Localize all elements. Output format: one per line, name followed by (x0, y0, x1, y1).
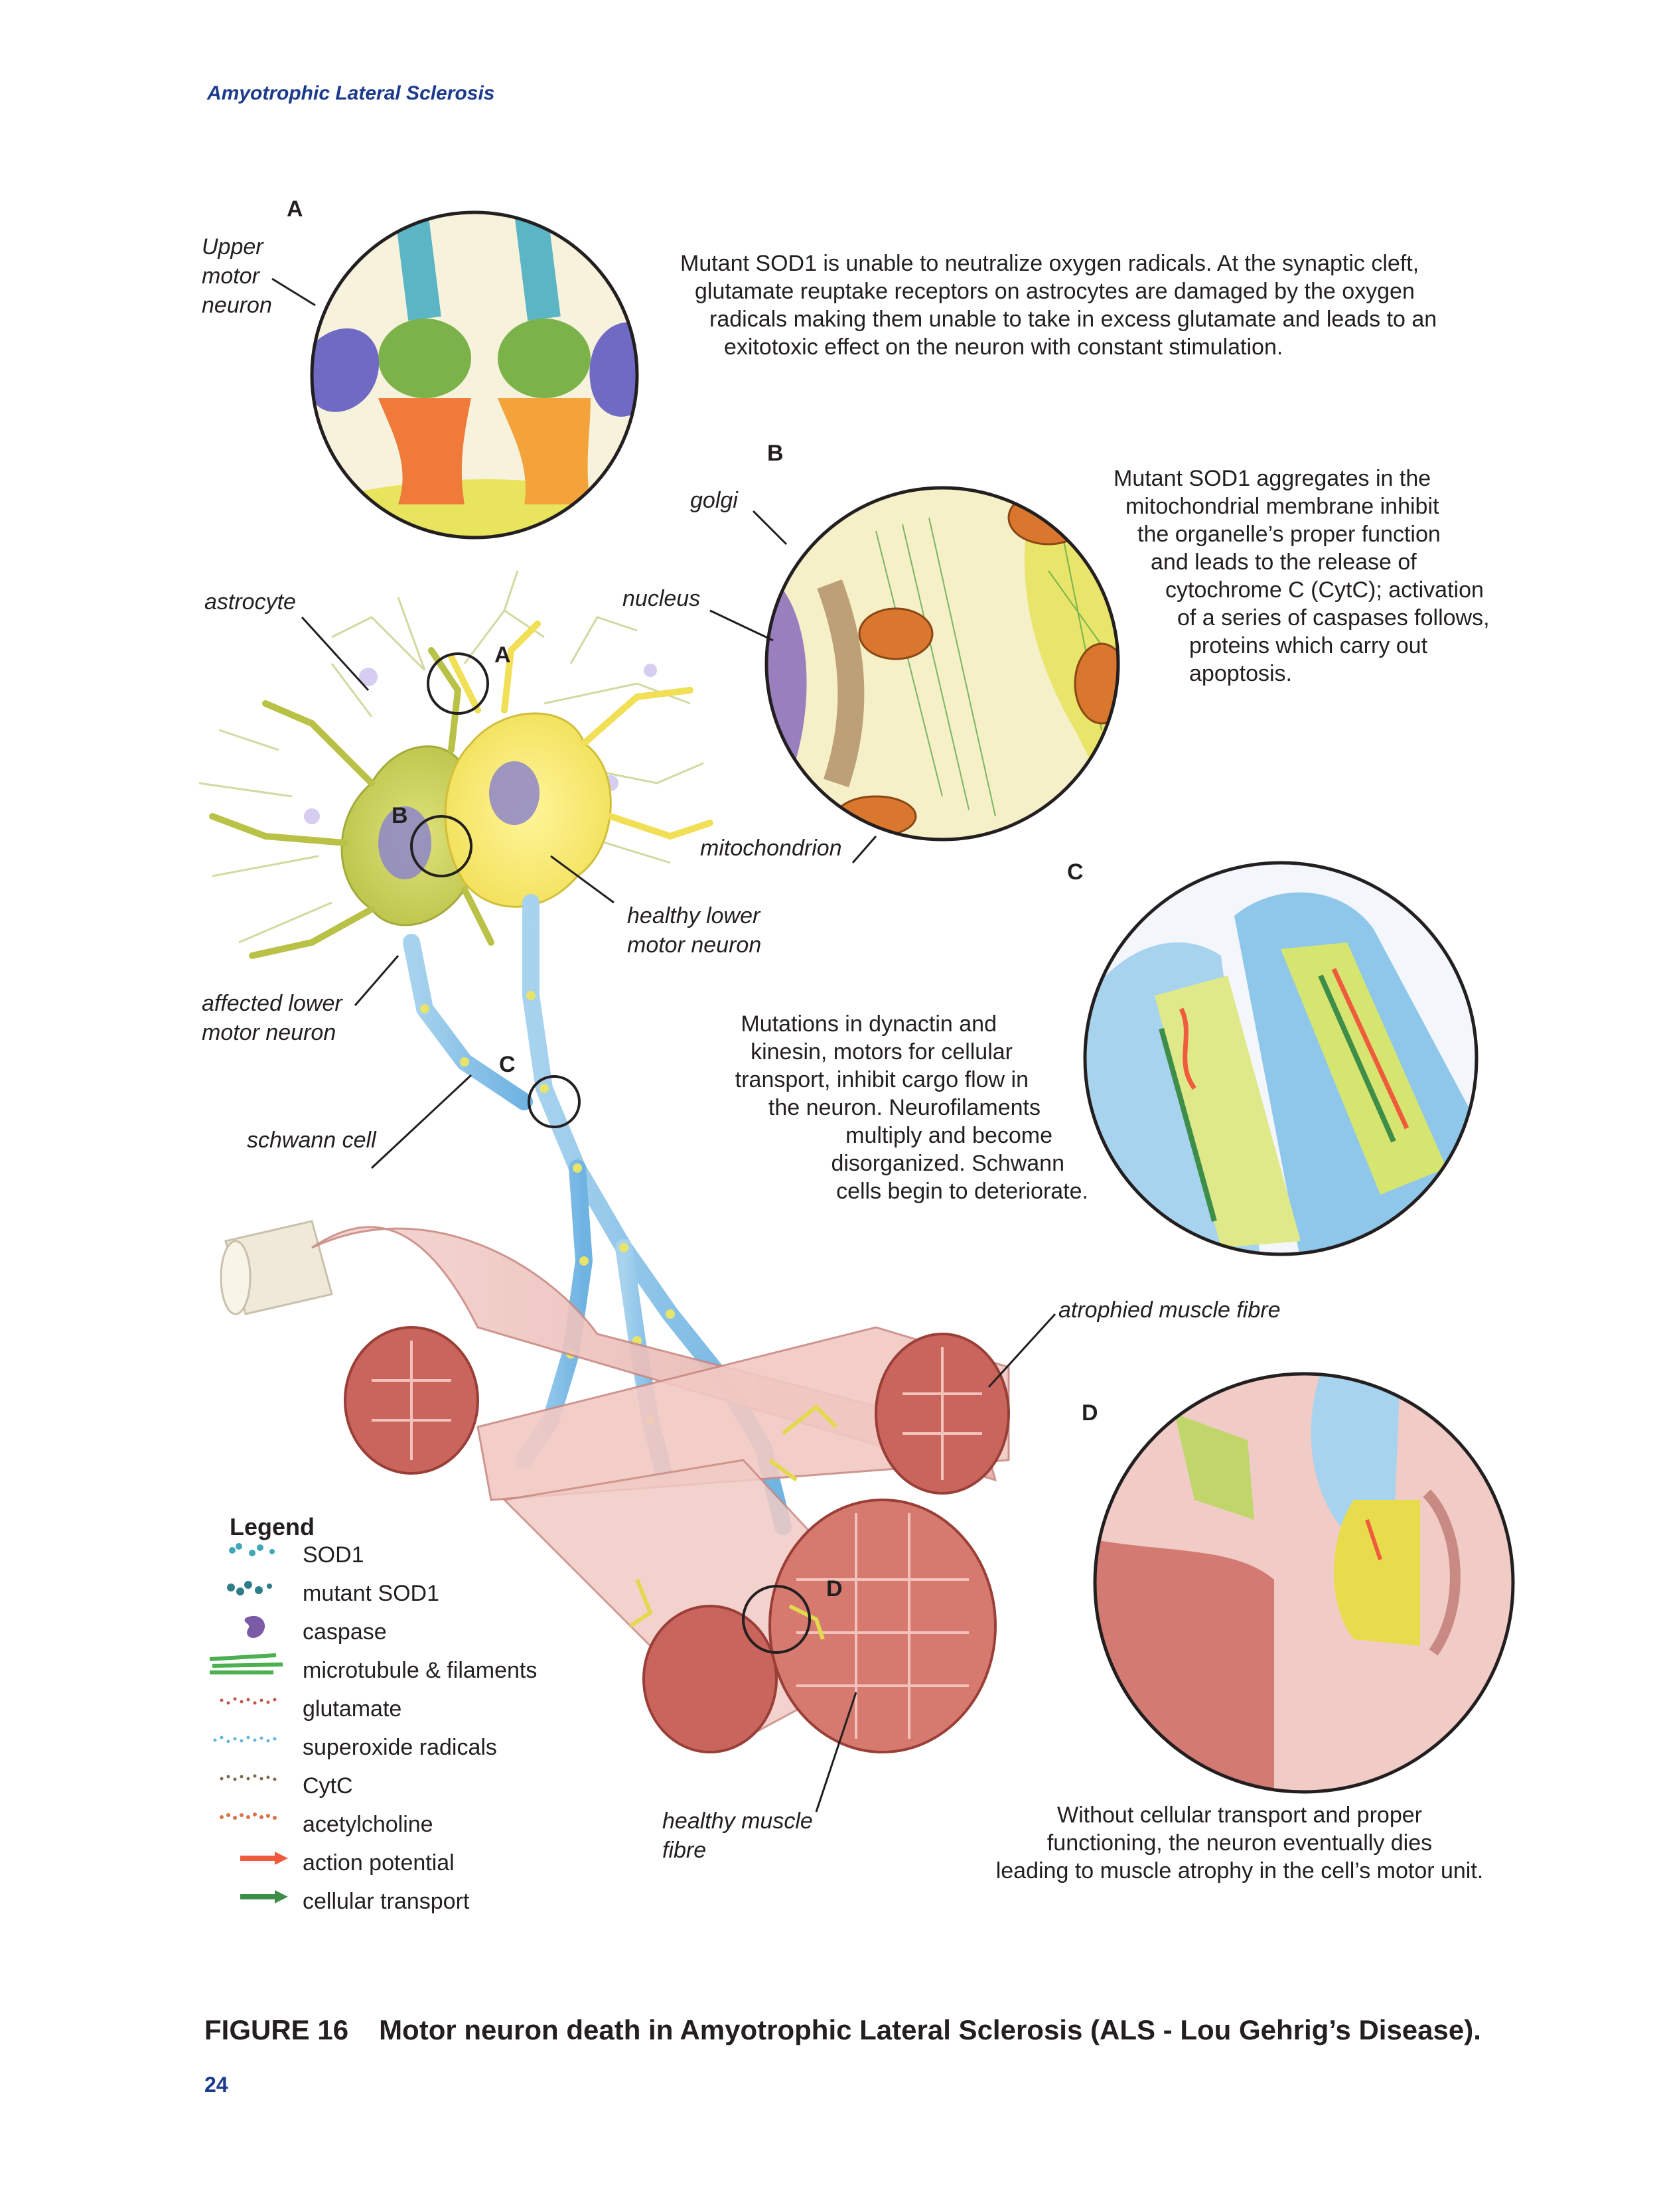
page-number: 24 (204, 2073, 228, 2097)
leader-lines (271, 277, 1056, 1812)
label-nucleus: nucleus (622, 586, 701, 611)
panel-d-frame (1093, 1372, 1515, 1794)
panel-b-letter: B (767, 441, 784, 466)
legend-item-microtubule: microtubule & filaments (303, 1657, 538, 1683)
axon-affected (403, 934, 533, 1110)
marker-a: A (494, 642, 511, 668)
panel-b-description: Mutant SOD1 aggregates in the mitochondr… (1114, 466, 1490, 686)
legend-item-cellular-transport: cellular transport (303, 1888, 470, 1914)
muscle-fibres (311, 1226, 1010, 1753)
label-healthy-lower-motor-neuron: healthy lower motor neuron (627, 903, 762, 958)
panel-b-frame (764, 486, 1120, 842)
label-healthy-muscle-fibre: healthy muscle fibre (662, 1808, 813, 1863)
figure-title: Motor neuron death in Amyotrophic Latera… (379, 2014, 1481, 2045)
label-astrocyte: astrocyte (204, 589, 296, 615)
label-schwann-cell: schwann cell (247, 1128, 376, 1153)
figure-caption: FIGURE 16 Motor neuron death in Amyotroph… (204, 2014, 1481, 2046)
legend-item-cytc: CytC (303, 1773, 353, 1799)
legend-icons (209, 1543, 288, 1903)
legend-item-action-potential: action potential (303, 1850, 455, 1876)
legend-item-sod1: SOD1 (303, 1542, 364, 1568)
astrocyte-network (198, 570, 704, 944)
panel-d-detail (1095, 1374, 1513, 1792)
legend-item-glutamate: glutamate (303, 1696, 402, 1722)
legend-item-caspase: caspase (303, 1619, 387, 1645)
panel-c-letter: C (1067, 859, 1084, 885)
legend-item-superoxide: superoxide radicals (303, 1734, 497, 1760)
label-golgi: golgi (690, 488, 738, 513)
panel-a-description: Mutant SOD1 is unable to neutralize oxyg… (680, 251, 1437, 360)
figure-number: FIGURE 16 (204, 2014, 349, 2045)
panel-d-description: Without cellular transport and proper fu… (995, 1803, 1484, 1883)
legend-item-acetylcholine: acetylcholine (303, 1811, 433, 1837)
panel-a-frame (310, 210, 639, 540)
panel-b-detail (766, 488, 1118, 840)
legend-title: Legend (230, 1513, 315, 1540)
marker-b: B (392, 803, 408, 828)
legend-item-mutant-sod1: mutant SOD1 (303, 1580, 439, 1606)
schwann-nodes (420, 991, 728, 1425)
running-header: Amyotrophic Lateral Sclerosis (207, 82, 495, 104)
panel-a-letter: A (287, 196, 303, 222)
label-upper-motor-neuron: Upper motor neuron (202, 234, 272, 318)
panel-a-detail (312, 212, 637, 538)
marker-c: C (499, 1052, 516, 1077)
label-atrophied-muscle-fibre: atrophied muscle fibre (1058, 1297, 1281, 1323)
panel-c-description: Mutations in dynactin and kinesin, motor… (735, 1011, 1088, 1204)
label-affected-lower-motor-neuron: affected lower motor neuron (202, 991, 342, 1045)
nerve-bundle (220, 1220, 333, 1315)
marker-d: D (826, 1576, 843, 1601)
nerve-endings (629, 1404, 838, 1640)
panel-d-letter: D (1082, 1400, 1098, 1426)
panel-c-frame (1083, 861, 1479, 1256)
callout-circles (410, 652, 811, 1654)
label-mitochondrion: mitochondrion (700, 836, 842, 861)
panel-c-detail (1085, 863, 1477, 1254)
